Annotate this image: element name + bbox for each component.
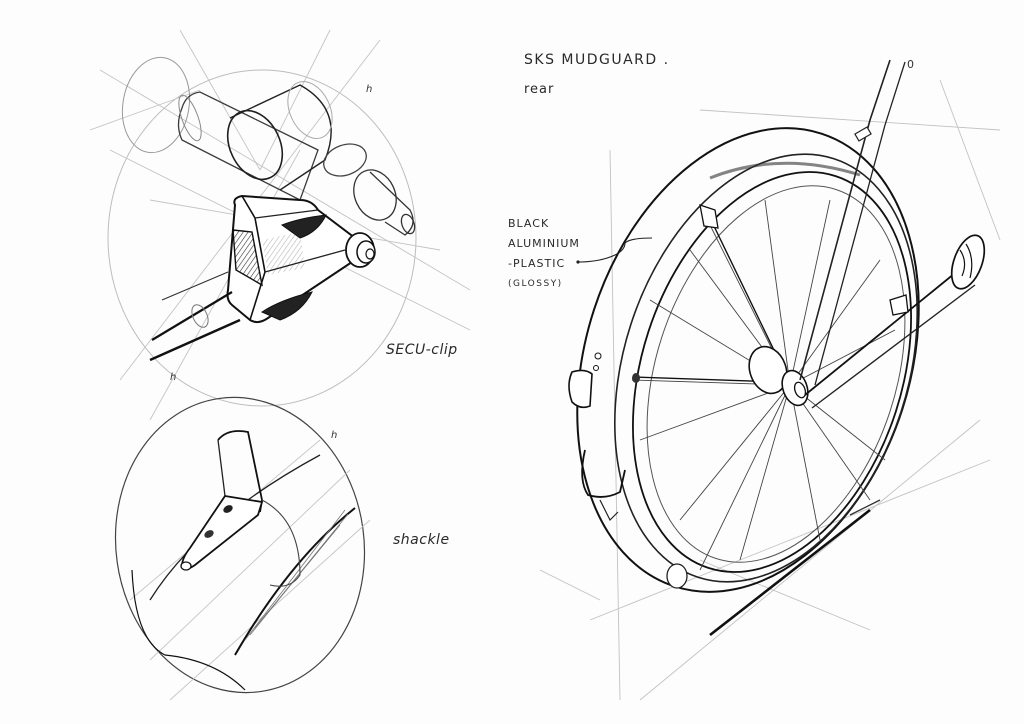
pencil-mark: h — [170, 372, 177, 383]
secu-clip-detail-sketch — [89, 29, 471, 421]
material-note-line-2: ALUMINIUM — [508, 237, 580, 250]
material-note-line-1: BLACK — [508, 217, 550, 230]
sketch-title: SKS MUDGUARD . — [524, 52, 670, 68]
material-note-line-3: -PLASTIC — [508, 257, 566, 270]
pencil-mark: h — [366, 84, 373, 95]
sketch-subtitle: rear — [524, 82, 555, 97]
material-note-line-4: (GLOSSY) — [508, 279, 563, 289]
secu-clip-label: SECU-clip — [386, 342, 458, 358]
shackle-detail-sketch — [114, 396, 371, 701]
rear-wheel-mudguard-sketch — [539, 59, 1001, 701]
title-dot: . — [663, 52, 670, 68]
shackle-label: shackle — [393, 532, 450, 548]
title-text: SKS MUDGUARD — [524, 52, 658, 68]
pencil-mark: 0 — [907, 58, 914, 71]
material-note: BLACK ALUMINIUM -PLASTIC (GLOSSY) — [508, 214, 580, 294]
pencil-mark: h — [331, 430, 338, 441]
